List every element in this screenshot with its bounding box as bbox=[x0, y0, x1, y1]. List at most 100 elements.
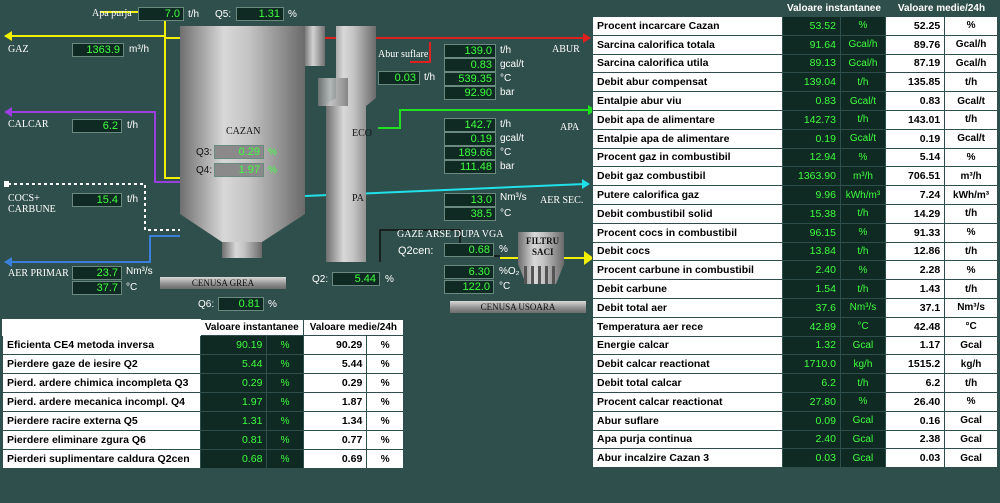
q6-label: Q6: bbox=[198, 299, 215, 310]
instant-unit: °C bbox=[839, 316, 886, 337]
instant-unit: Gcal/h bbox=[839, 53, 886, 74]
q3-unit: % bbox=[268, 147, 277, 158]
apa-enthalpy-unit: gcal/t bbox=[500, 133, 524, 144]
abur-suflare-label: Abur suflare bbox=[378, 49, 429, 60]
average-unit: % bbox=[944, 260, 998, 281]
cocs-label: COCS+ bbox=[8, 193, 40, 204]
average-unit: Nm³/s bbox=[944, 297, 998, 318]
instant-value: 27.80 bbox=[782, 391, 841, 412]
row-name: Sarcina calorifica totala bbox=[592, 34, 783, 55]
row-name: Pierderi suplimentare caldura Q2cen bbox=[2, 449, 201, 469]
eco-label: ECO bbox=[352, 128, 372, 139]
instant-unit: Gcal/t bbox=[839, 128, 886, 149]
average-unit: % bbox=[366, 430, 404, 450]
average-unit: t/h bbox=[944, 241, 998, 262]
instant-value: 89.13 bbox=[782, 53, 841, 74]
instant-value: 1363.90 bbox=[782, 166, 841, 187]
abur-pressure-unit: bar bbox=[500, 87, 515, 98]
average-unit: % bbox=[944, 16, 998, 36]
instant-value: 90.19 bbox=[199, 335, 268, 355]
instant-value: 1.31 bbox=[199, 411, 268, 431]
average-unit: kg/h bbox=[944, 354, 998, 375]
instant-unit: Gcal bbox=[839, 429, 886, 450]
instant-value: 1.32 bbox=[782, 335, 841, 356]
abur-temp-unit: °C bbox=[500, 73, 512, 84]
instant-unit: t/h bbox=[839, 109, 886, 130]
instant-unit: kWh/m³ bbox=[839, 185, 886, 205]
instant-value: 37.6 bbox=[782, 297, 841, 318]
q3-value: 0.29 bbox=[214, 145, 264, 159]
average-unit: % bbox=[366, 373, 404, 393]
instant-value: 5.44 bbox=[199, 354, 268, 374]
gaz-label: GAZ bbox=[8, 44, 29, 55]
aer-primar-temp-unit: °C bbox=[126, 282, 138, 293]
q2cen-unit: % bbox=[499, 244, 508, 255]
average-unit: % bbox=[944, 222, 998, 243]
average-unit: t/h bbox=[944, 279, 998, 299]
instant-value: 2.40 bbox=[782, 429, 841, 450]
average-value: 87.19 bbox=[884, 53, 946, 74]
column-header-average: Valoare medie/24h bbox=[302, 319, 405, 336]
row-name: Pierdere gaze de iesire Q2 bbox=[2, 354, 201, 374]
instant-value: 6.2 bbox=[782, 373, 841, 393]
q2-value: 5.44 bbox=[332, 272, 380, 286]
gaze-arse-label: GAZE ARSE DUPA VGA bbox=[397, 229, 504, 240]
instant-unit: Gcal/t bbox=[839, 91, 886, 111]
instant-value: 0.09 bbox=[782, 410, 841, 431]
losses-table-header: Valoare instantanee Valoare medie/24h bbox=[3, 319, 405, 336]
average-unit: Gcal bbox=[944, 448, 998, 469]
average-unit: t/h bbox=[944, 373, 998, 393]
instant-unit: kg/h bbox=[839, 354, 886, 375]
filtru-saci bbox=[518, 232, 564, 284]
apa-flow-unit: t/h bbox=[500, 119, 512, 130]
average-value: 52.25 bbox=[884, 16, 946, 36]
instant-unit: Gcal bbox=[839, 335, 886, 356]
apa-temp-unit: °C bbox=[500, 147, 512, 158]
average-value: 0.77 bbox=[302, 430, 368, 450]
average-unit: m³/h bbox=[944, 166, 998, 187]
q4-label: Q4: bbox=[196, 165, 213, 176]
row-name: Putere calorifica gaz bbox=[592, 185, 783, 205]
aer-primar-label: AER PRIMAR bbox=[8, 268, 69, 279]
abur-enthalpy-value: 0.83 bbox=[444, 58, 496, 72]
row-name: Debit total calcar bbox=[592, 373, 783, 393]
average-value: 37.1 bbox=[884, 297, 946, 318]
saci-label: SACI bbox=[532, 247, 554, 257]
average-value: 5.14 bbox=[884, 147, 946, 168]
average-unit: Gcal bbox=[944, 335, 998, 356]
average-value: 0.19 bbox=[884, 128, 946, 149]
average-unit: kWh/m³ bbox=[944, 185, 998, 205]
q2-label: Q2: bbox=[312, 274, 329, 285]
cenusa-grea-plate: CENUSA GREA bbox=[160, 277, 286, 289]
average-value: 0.83 bbox=[884, 91, 946, 111]
row-name: Debit abur compensat bbox=[592, 72, 783, 93]
apa-purja-label: Apa purja bbox=[92, 8, 132, 19]
instant-unit: % bbox=[839, 260, 886, 281]
average-unit: % bbox=[366, 392, 404, 412]
pa-label: PA bbox=[352, 193, 364, 204]
calcar-value: 6.2 bbox=[72, 119, 122, 133]
aer-sec-flow-unit: Nm³/s bbox=[500, 192, 527, 203]
q5-unit: % bbox=[288, 9, 297, 20]
instant-value: 1710.0 bbox=[782, 354, 841, 375]
instant-unit: % bbox=[266, 392, 304, 412]
row-name: Pierdere racire externa Q5 bbox=[2, 411, 201, 431]
instant-value: 1.54 bbox=[782, 279, 841, 299]
row-name: Debit combustibil solid bbox=[592, 203, 783, 224]
instant-unit: % bbox=[266, 449, 304, 469]
